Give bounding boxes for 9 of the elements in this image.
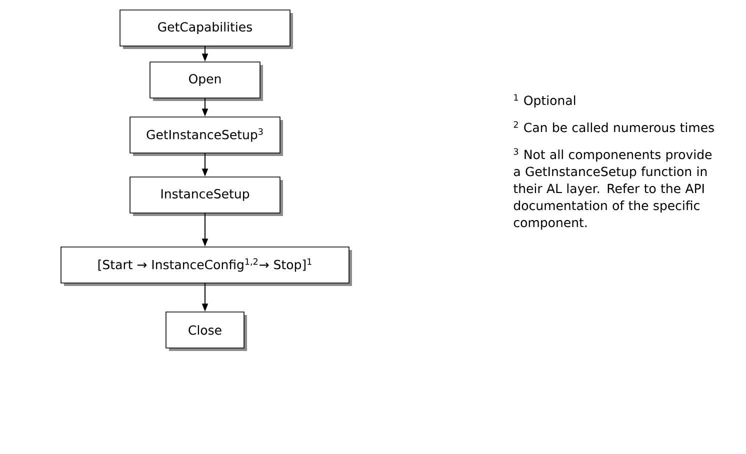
process-box: GetInstanceSetup$^{3}$ <box>130 116 283 156</box>
footnote: $^{2}$ Can be called numerous times <box>514 121 714 132</box>
process-box: Close <box>166 312 247 351</box>
process-box: Open <box>150 62 263 101</box>
footnote: $^{1}$ Optional <box>514 94 576 108</box>
process-box: [Start → InstanceConfig$^{1,2}$→ Stop]$^{1}$ <box>60 246 352 286</box>
process-box: InstanceSetup <box>130 176 283 216</box>
process-box: GetCapabilities <box>120 10 293 49</box>
footnote: $^{3}$ Not all componenents provide a GetInstanceSetup function in their AL layer. Refer to the API documentation of the specific component. <box>514 148 712 230</box>
